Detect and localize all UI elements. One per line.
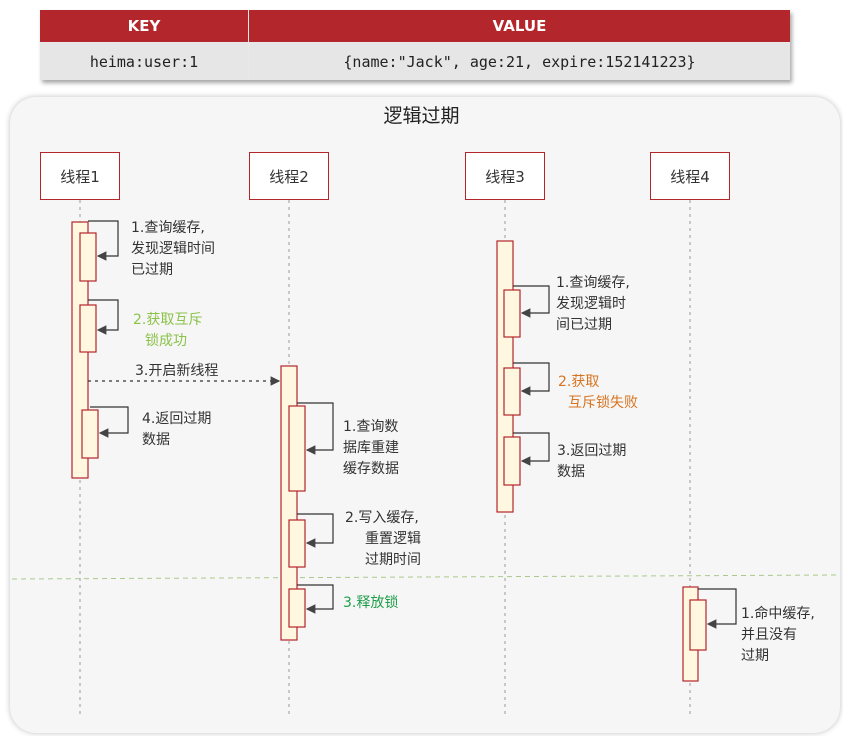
thread3-sub-activation-1 (503, 289, 521, 338)
value-cell: {name:"Jack", age:21, expire:152141223} (249, 43, 790, 80)
thread2-step3-label: 3.释放锁 (343, 595, 399, 611)
thread2-step1-label: 1.查询数据库重建缓存数据 (343, 419, 399, 477)
thread1-sub-activation-1 (79, 232, 97, 282)
thread1-step4-label: 4.返回过期数据 (142, 411, 212, 448)
thread3-sub-activation-2 (503, 367, 521, 416)
thread1-step1-label: 1.查询缓存,发现逻辑时间已过期 (131, 220, 215, 278)
thread-1-box: 线程1 (40, 152, 120, 200)
thread1-sub-activation-4 (81, 409, 99, 459)
thread1-sub-activation-2 (79, 304, 97, 353)
value-column-header: VALUE (249, 10, 790, 42)
panel-title: 逻辑过期 (383, 105, 460, 127)
thread3-step2-label: 2.获取互斥锁失败 (558, 374, 638, 411)
key-cell: heima:user:1 (40, 43, 248, 80)
thread1-step2-label: 2.获取互斥锁成功 (133, 312, 203, 349)
thread-3-box: 线程3 (465, 152, 545, 200)
phase-divider (11, 574, 839, 580)
thread4-step1-label: 1.命中缓存,并且没有过期 (741, 606, 815, 664)
thread3-step1-label: 1.查询缓存,发现逻辑时间已过期 (556, 275, 630, 333)
key-value-table: KEY VALUE heima:user:1 {name:"Jack", age… (40, 10, 790, 80)
thread4-sub-activation-1 (689, 599, 707, 651)
thread2-sub-activation-1 (288, 405, 306, 492)
thread-4-box: 线程4 (650, 152, 730, 200)
thread2-sub-activation-3 (288, 588, 306, 628)
thread2-sub-activation-2 (288, 519, 306, 568)
thread-2-box: 线程2 (249, 152, 329, 200)
thread3-step3-label: 3.返回过期数据 (557, 443, 627, 480)
thread3-sub-activation-3 (503, 436, 521, 486)
thread2-step2-label: 2.写入缓存,重置逻辑过期时间 (345, 510, 421, 568)
thread1-step3-label: 3.开启新线程 (135, 363, 219, 379)
key-column-header: KEY (40, 10, 248, 42)
